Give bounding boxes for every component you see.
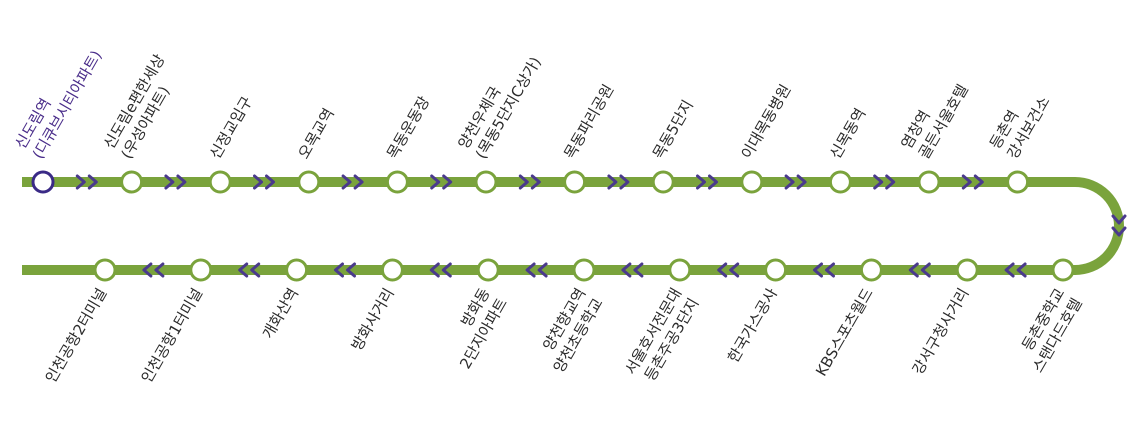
- top-stop-label: 신정교입구: [206, 93, 256, 162]
- bottom-stop-label: 서울호서전문대등촌주공3단지: [621, 285, 702, 388]
- top-stop-label: 등촌역강서보건소: [986, 83, 1054, 162]
- top-stop-label: 신목동역: [826, 105, 869, 162]
- direction-arrow-left: [813, 262, 835, 278]
- bottom-stop-label: 양천향교역양천초등학교: [532, 285, 606, 376]
- bottom-stop-label: 방화동2단지아파트: [439, 285, 511, 372]
- direction-arrow-right: [341, 174, 364, 190]
- stop-marker: [385, 170, 409, 194]
- stop-marker: [1051, 258, 1075, 282]
- bottom-stop-label: 개화산역: [259, 285, 302, 342]
- top-stop-label: 염창역골든서울호텔: [898, 71, 972, 162]
- direction-arrow-right: [607, 174, 630, 190]
- stop-marker: [285, 258, 309, 282]
- stop-marker: [208, 170, 232, 194]
- stop-marker: [1006, 170, 1030, 194]
- bottom-stop-label: 등촌중학교스탠다드호텔: [1011, 285, 1085, 376]
- bottom-stop-label: 방화사거리: [348, 285, 398, 354]
- top-stop-label: 신도림e편한세상(우성아파트): [100, 51, 186, 162]
- direction-arrow-left: [525, 262, 548, 278]
- stop-marker: [955, 258, 979, 282]
- stop-marker: [764, 258, 788, 282]
- stop-marker: [297, 170, 321, 194]
- direction-arrow-left: [908, 262, 931, 278]
- stop-marker: [93, 258, 117, 282]
- direction-arrow-left: [429, 262, 452, 278]
- direction-arrow-right: [75, 174, 98, 190]
- direction-arrow-right: [961, 174, 984, 190]
- top-stop-label: 목동운동장: [383, 93, 433, 162]
- stop-marker: [476, 258, 500, 282]
- stop-marker: [120, 170, 144, 194]
- stop-marker: [572, 258, 596, 282]
- direction-arrow-right: [518, 174, 541, 190]
- direction-arrow-right: [430, 174, 453, 190]
- stop-marker: [740, 170, 764, 194]
- bottom-stop-label: 인천공항1터미널: [138, 285, 207, 386]
- direction-arrow-right: [784, 174, 807, 190]
- bottom-stop-label: KBS스포츠월드: [812, 285, 877, 379]
- stop-marker: [474, 170, 498, 194]
- stop-marker: [380, 258, 404, 282]
- top-stop-label: 양천우체국(목동5단지C상가): [455, 44, 545, 162]
- direction-arrow-left: [238, 262, 261, 278]
- stop-labels: 신도림역(디큐브시티아파트)신도림e편한세상(우성아파트) 신정교입구 오목교역 목동…: [12, 37, 1086, 388]
- stop-marker: [651, 170, 675, 194]
- route-track: [22, 177, 1124, 275]
- direction-arrow-left: [334, 262, 356, 278]
- bottom-stop-label: 인천공항2터미널: [42, 285, 111, 386]
- direction-arrow-right: [253, 174, 275, 190]
- stop-marker: [668, 258, 692, 282]
- direction-arrow-right: [873, 174, 896, 190]
- direction-arrows: [75, 174, 1127, 278]
- top-stop-label: 목동5단지: [649, 97, 697, 162]
- stop-marker: [189, 258, 213, 282]
- direction-arrow-down: [1111, 214, 1127, 237]
- direction-arrow-right: [164, 174, 187, 190]
- stop-marker: [563, 170, 587, 194]
- stops: [31, 170, 1075, 282]
- direction-arrow-left: [717, 262, 740, 278]
- direction-arrow-left: [1004, 262, 1027, 278]
- top-stop-label: 신도림역(디큐브시티아파트): [12, 37, 106, 162]
- top-stop-label: 목동파리공원: [560, 81, 617, 162]
- route-line: [22, 177, 1124, 275]
- stop-marker: [859, 258, 883, 282]
- direction-arrow-left: [142, 262, 165, 278]
- stop-marker: [917, 170, 941, 194]
- direction-arrow-right: [696, 174, 718, 190]
- bottom-stop-label: 강서구청사거리: [909, 285, 973, 378]
- top-stop-label: 이대목동병원: [738, 81, 795, 162]
- top-stop-label: 오목교역: [295, 105, 338, 162]
- stop-marker: [828, 170, 852, 194]
- origin-stop-marker: [31, 170, 55, 194]
- direction-arrow-left: [621, 262, 644, 278]
- bottom-stop-label: 한국가스공사: [724, 285, 781, 366]
